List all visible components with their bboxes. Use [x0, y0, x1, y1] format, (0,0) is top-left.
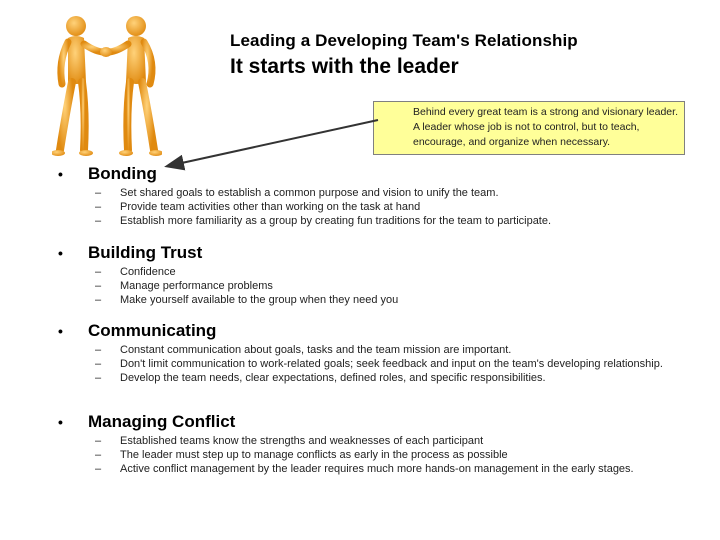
- bullet-glyph: •: [58, 166, 63, 182]
- section-heading: Communicating: [88, 321, 217, 340]
- dash-glyph: –: [95, 215, 102, 227]
- callout-box: Behind every great team is a strong and …: [373, 101, 685, 155]
- section-bonding: • Bonding –Set shared goals to establish…: [58, 164, 698, 228]
- list-item: –Provide team activities other than work…: [95, 201, 421, 213]
- section-building-trust: • Building Trust –Confidence –Manage per…: [58, 243, 698, 307]
- section-communicating: • Communicating –Constant communication …: [58, 321, 698, 385]
- dash-glyph: –: [95, 187, 102, 199]
- list-item: –Establish more familiarity as a group b…: [95, 215, 552, 227]
- list-item: –The leader must step up to manage confl…: [95, 449, 508, 461]
- dash-glyph: –: [95, 344, 102, 356]
- dash-glyph: –: [95, 294, 102, 306]
- list-item: –Active conflict management by the leade…: [95, 463, 634, 475]
- section-heading: Bonding: [88, 164, 157, 183]
- bullet-glyph: •: [58, 414, 63, 430]
- list-item: –Set shared goals to establish a common …: [95, 187, 499, 199]
- list-item: –Constant communication about goals, tas…: [95, 344, 512, 356]
- dash-glyph: –: [95, 266, 102, 278]
- dash-glyph: –: [95, 201, 102, 213]
- dash-glyph: –: [95, 358, 102, 370]
- dash-glyph: –: [95, 463, 102, 475]
- callout-text: Behind every great team is a strong and …: [413, 106, 678, 148]
- list-item: –Established teams know the strengths an…: [95, 435, 484, 447]
- dash-glyph: –: [95, 372, 102, 384]
- list-item: –Don't limit communication to work-relat…: [95, 358, 663, 370]
- bullet-glyph: •: [58, 245, 63, 261]
- dash-glyph: –: [95, 435, 102, 447]
- dash-glyph: –: [95, 449, 102, 461]
- list-item: –Develop the team needs, clear expectati…: [95, 372, 546, 384]
- section-heading: Managing Conflict: [88, 412, 236, 431]
- list-item: –Confidence: [95, 266, 176, 278]
- list-item: –Manage performance problems: [95, 280, 273, 292]
- bullet-glyph: •: [58, 323, 63, 339]
- dash-glyph: –: [95, 280, 102, 292]
- handshake-figures-icon: [52, 16, 162, 156]
- list-item: –Make yourself available to the group wh…: [95, 294, 399, 306]
- section-heading: Building Trust: [88, 243, 203, 262]
- slide-subtitle: Leading a Developing Team's Relationship: [230, 31, 578, 50]
- section-managing-conflict: • Managing Conflict –Established teams k…: [58, 412, 698, 476]
- slide-title: It starts with the leader: [230, 55, 459, 78]
